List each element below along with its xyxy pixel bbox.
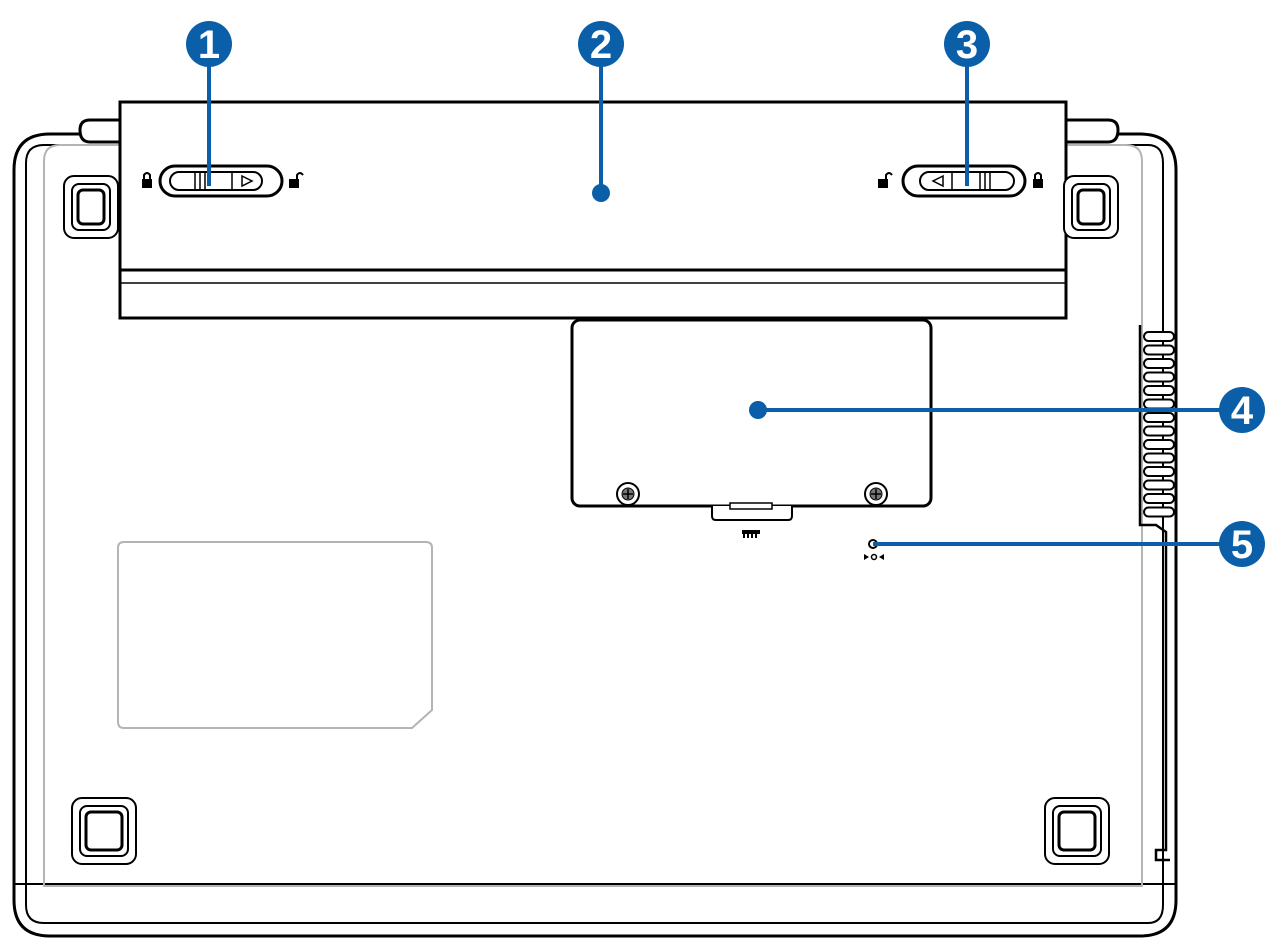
emergency-shutdown-icon (864, 553, 884, 561)
vent-slot (1143, 358, 1175, 369)
vent-slot (1143, 344, 1175, 356)
lock-open-icon (878, 172, 893, 188)
callout-1: 1 (186, 21, 232, 67)
screw-icon (864, 482, 888, 506)
callout-5: 5 (1219, 521, 1265, 567)
vent-slot (1143, 479, 1175, 491)
battery-pack (118, 100, 1068, 320)
svg-text:5: 5 (1231, 523, 1253, 567)
label-area (117, 541, 433, 729)
vent-slot (1143, 412, 1175, 423)
rubber-foot-bottom-right (1044, 797, 1110, 865)
svg-text:1: 1 (198, 23, 220, 67)
vent-slot (1143, 452, 1175, 464)
callout-2: 2 (578, 21, 624, 67)
vent-slot (1143, 466, 1175, 477)
callout-3: 3 (944, 21, 990, 67)
callout-lines (207, 60, 1230, 546)
vent-slot (1143, 506, 1175, 518)
battery-lock-spring-left (158, 164, 284, 198)
lock-closed-icon (1033, 172, 1043, 188)
vent-slot (1143, 425, 1175, 437)
vent-slot (1143, 493, 1175, 504)
vent-slot (1143, 371, 1175, 383)
hinge-tabs (78, 118, 1120, 144)
rubber-foot-bottom-left (71, 797, 137, 865)
vent-slot (1143, 398, 1175, 410)
vent-slot (1143, 331, 1175, 342)
side-vent (1138, 325, 1170, 862)
laptop-body (12, 132, 1178, 938)
vent-slot (1143, 385, 1175, 396)
inner-outline (43, 144, 1143, 887)
svg-text:2: 2 (590, 23, 612, 67)
rubber-foot-top-right (1063, 175, 1119, 239)
rubber-foot-top-left (63, 175, 119, 239)
svg-text:3: 3 (956, 23, 978, 67)
battery-lock-manual-right (901, 164, 1027, 198)
svg-text:4: 4 (1231, 389, 1254, 433)
vent-slots (1143, 331, 1175, 518)
vent-slot (1143, 439, 1175, 450)
lock-open-icon (289, 172, 304, 188)
memory-icon (742, 530, 760, 538)
screw-icon (616, 482, 640, 506)
callout-4: 4 (1219, 387, 1265, 433)
lock-closed-icon (142, 172, 152, 188)
